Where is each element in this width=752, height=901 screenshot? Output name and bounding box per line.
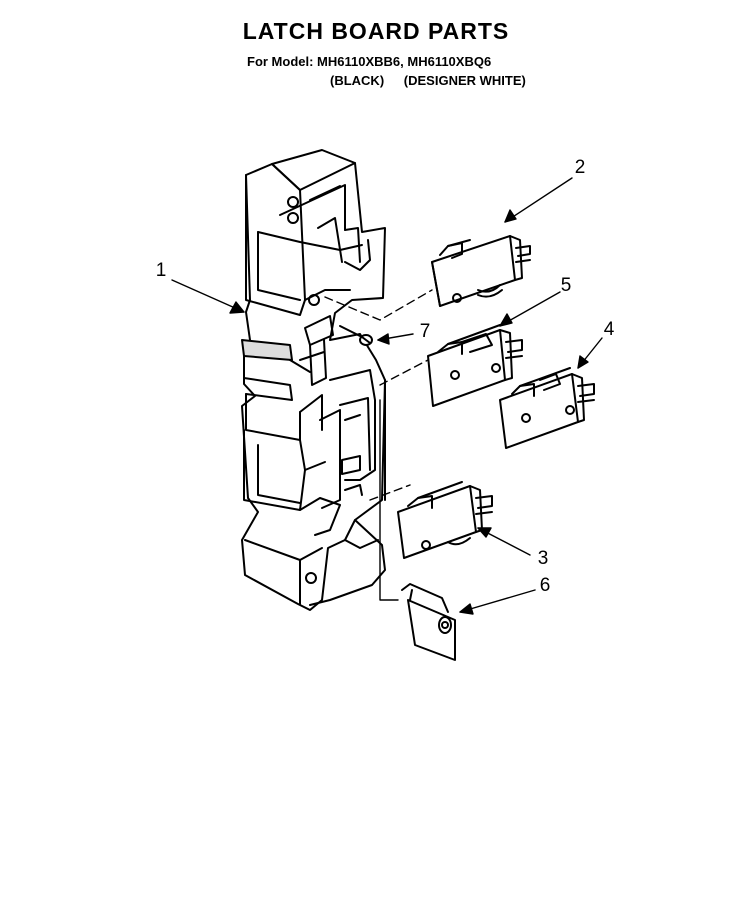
callout-4: 4 [603,319,615,340]
arrow-7 [377,333,414,345]
model-colors: (BLACK) (DESIGNER WHITE) [330,73,526,88]
arrow-5 [499,291,561,327]
screw-part-7 [339,325,373,346]
callout-6: 6 [539,575,551,596]
page-title: LATCH BOARD PARTS [242,18,510,44]
switch-part-3 [397,481,493,559]
switch-part-2 [431,235,531,307]
lever-part-6 [401,583,456,661]
leader-arrows [171,177,603,615]
callout-1: 1 [155,260,167,281]
model-numbers: For Model: MH6110XBB6, MH6110XBQ6 [247,54,492,69]
assembly-lines [324,289,433,501]
switch-part-4 [499,367,595,449]
actuator-guide-line [379,399,399,601]
color-white-label: (DESIGNER WHITE) [403,73,526,88]
arrow-4 [577,337,603,369]
color-black-label: (BLACK) [330,73,385,88]
callout-5: 5 [560,275,572,296]
latch-board-part-1 [241,149,386,611]
callout-7: 7 [419,321,431,342]
switch-part-5 [427,324,523,407]
arrow-1 [171,279,245,314]
arrow-6 [459,589,536,615]
callout-3: 3 [537,548,549,569]
arrow-3 [477,527,531,556]
arrow-2 [504,177,573,223]
callout-2: 2 [574,157,586,178]
